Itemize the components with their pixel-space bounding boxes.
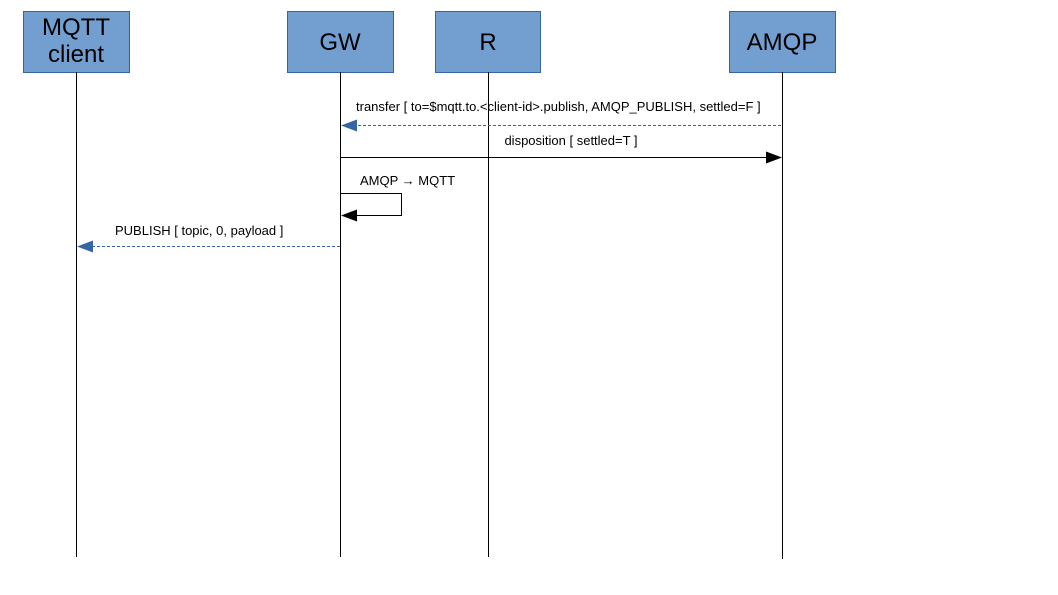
message-publish[interactable]: PUBLISH [ topic, 0, payload ] [77, 223, 340, 253]
message-transfer[interactable]: transfer [ to=$mqtt.to.<client-id>.publi… [341, 99, 781, 132]
participant-r[interactable]: R [435, 11, 541, 73]
participant-label: GW [319, 29, 361, 56]
message-label: AMQP → MQTT [360, 173, 455, 188]
message-arrow-line [341, 193, 402, 216]
arrow-head-left-icon [77, 240, 93, 253]
message-disposition[interactable]: disposition [ settled=T ] [341, 133, 782, 164]
arrow-head-right-icon [766, 151, 782, 164]
participant-box [23, 11, 130, 73]
participant-box [287, 11, 394, 73]
message-label: transfer [ to=$mqtt.to.<client-id>.publi… [356, 99, 761, 114]
message-self-amqp-to-mqtt[interactable]: AMQP → MQTT [341, 173, 455, 222]
participant-mqtt-client[interactable]: MQTT client [23, 11, 130, 73]
arrow-head-left-icon [341, 209, 357, 222]
participant-label-line-1: MQTT [42, 14, 110, 41]
message-label: disposition [ settled=T ] [504, 133, 637, 148]
participant-label-line-2: client [48, 41, 104, 68]
participant-amqp[interactable]: AMQP [729, 11, 836, 73]
message-label: PUBLISH [ topic, 0, payload ] [115, 223, 283, 238]
participant-gw[interactable]: GW [287, 11, 394, 73]
participant-label: AMQP [747, 29, 818, 56]
participant-label: R [479, 29, 496, 56]
arrow-head-left-icon [341, 119, 357, 132]
participant-box [729, 11, 836, 73]
participant-box [435, 11, 541, 73]
